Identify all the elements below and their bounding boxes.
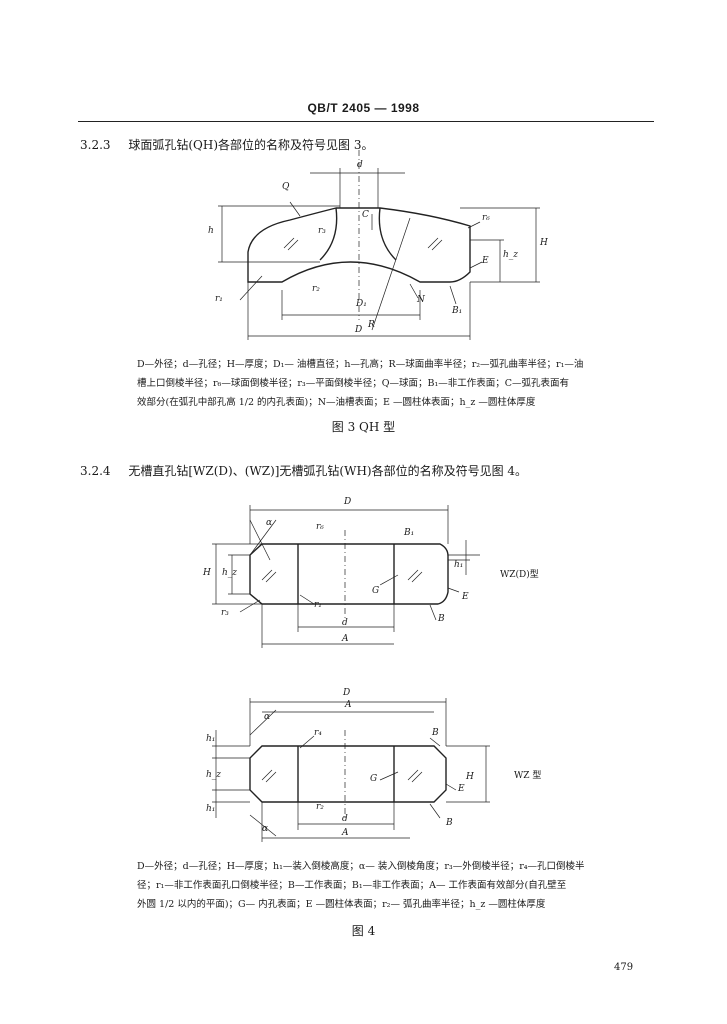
fig3-label-r6: r₆ [482,213,490,223]
fig4b-label-A-bottom: A [342,828,349,838]
section-text: 球面弧孔钻(QH)各部位的名称及符号见图 3。 [128,138,374,152]
fig4a-label-r3: r₃ [221,608,229,618]
fig4a-label-E: E [462,592,469,602]
fig4b-label-D: D [343,688,351,698]
fig4b-type-label: WZ 型 [514,771,542,781]
fig3-label-d: d [357,160,363,170]
standard-header: QB/T 2405 — 1998 [307,101,420,115]
figure-4-title: 图 4 [351,924,376,938]
fig4b-label-alpha-top: α [264,712,271,722]
section-text: 无槽直孔钻[WZ(D)、(WZ)]无槽弧孔钻(WH)各部位的名称及符号见图 4。 [128,464,528,478]
fig4a-type-label: WZ(D)型 [500,570,539,580]
caption-line: 槽上口倒棱半径；r₆—球面倒棱半径；r₃—平面倒棱半径；Q—球面；B₁—非工作表… [137,378,570,389]
caption-line: 外圆 1/2 以内的平面)；G— 内孔表面；E —圆柱体表面；r₂— 弧孔曲率半… [137,899,546,910]
fig4b-label-E: E [458,784,465,794]
fig4b-label-alpha-bottom: α [262,824,269,834]
fig3-label-B1: B₁ [452,306,463,316]
fig3-label-r3: r₃ [318,226,326,236]
fig3-label-r1: r₁ [215,294,223,304]
fig4b-label-B-bottom: B [446,818,453,828]
fig3-label-r2: r₂ [312,284,320,294]
fig4a-label-H: H [203,568,211,578]
section-3-2-3: 3.2.3 球面弧孔钻(QH)各部位的名称及符号见图 3。 [80,136,374,153]
caption-line: 效部分(在弧孔中部孔高 1/2 的内孔表面)；N—油槽表面；E —圆柱体表面；h… [137,397,536,408]
fig4b-label-h1-bottom: h₁ [206,804,216,814]
fig4b-label-G: G [370,774,378,784]
section-number: 3.2.3 [80,138,111,152]
figure-3-caption: D—外径；d—孔径；H—厚度；D₁— 油槽直径；h—孔高；R—球面曲率半径；r₂… [137,355,657,412]
fig4a-label-alpha: α [266,518,273,528]
fig4a-label-D: D [344,497,352,507]
fig4b-label-B-top: B [432,728,439,738]
qh-hole-left-wall [319,207,338,261]
fig3-label-E: E [482,256,489,266]
fig3-label-h: h [208,226,214,236]
fig3-label-H: H [540,238,548,248]
fig4a-label-A: A [342,634,349,644]
section-3-2-4: 3.2.4 无槽直孔钻[WZ(D)、(WZ)]无槽弧孔钻(WH)各部位的名称及符… [80,462,527,479]
fig4a-label-hz: h_z [222,568,238,578]
fig3-label-N: N [417,295,425,305]
fig3-label-C: C [362,210,369,220]
wz-body [249,745,447,803]
figure-3-title: 图 3 QH 型 [331,420,396,434]
caption-line: D—外径；d—孔径；H—厚度；h₁—装入倒棱高度；α— 装入倒棱角度；r₃—外倒… [137,861,585,872]
header-rule [78,121,654,122]
fig4a-label-r1: r₁ [314,600,322,610]
fig4a-label-r6: r₆ [316,522,324,532]
fig4b-label-r4: r₄ [314,728,322,738]
fig4b-label-h1-top: h₁ [206,734,216,744]
fig3-label-D: D [355,325,363,335]
caption-line: D—外径；d—孔径；H—厚度；D₁— 油槽直径；h—孔高；R—球面曲率半径；r₂… [137,359,584,370]
fig4b-label-d: d [342,814,348,824]
figure-4-caption: D—外径；d—孔径；H—厚度；h₁—装入倒棱高度；α— 装入倒棱角度；r₃—外倒… [137,857,657,914]
fig4a-label-B1: B₁ [404,528,415,538]
qh-profile [247,207,471,283]
fig4b-label-hz: h_z [206,770,222,780]
fig4a-label-d: d [342,618,348,628]
wzd-body [249,543,449,605]
qh-hole-right-wall [378,207,397,261]
fig3-label-Q: Q [282,182,290,192]
fig4a-label-G: G [372,586,380,596]
fig3-label-R: R [368,320,375,330]
page-number: 479 [614,962,634,973]
fig4b-label-r2: r₂ [316,802,324,812]
caption-line: 径；r₁—非工作表面孔口倒棱半径；B—工作表面；B₁—非工作表面；A— 工作表面… [137,880,567,891]
section-number: 3.2.4 [80,464,111,478]
fig3-label-D1: D₁ [356,299,367,309]
fig4a-label-B: B [438,614,445,624]
fig4b-label-H: H [466,772,474,782]
fig3-label-hz: h_z [503,250,519,260]
fig4b-label-A-top: A [345,700,352,710]
fig4a-label-h1: h₁ [454,560,464,570]
